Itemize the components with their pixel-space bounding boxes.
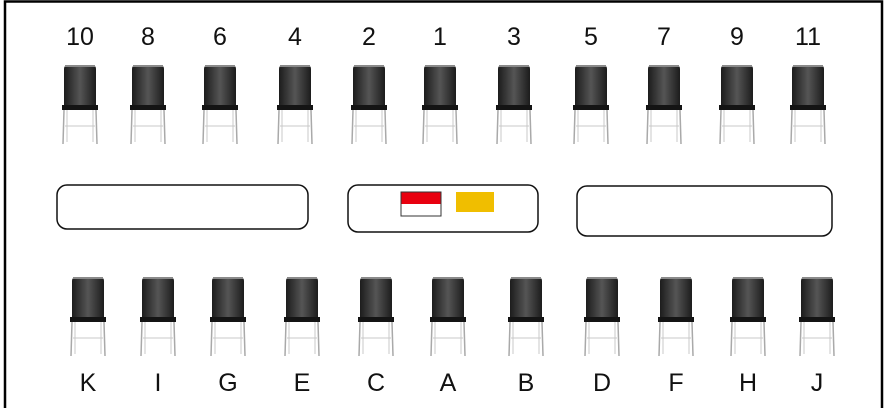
top-seat-label: 7 bbox=[657, 23, 671, 51]
top-chair-6 bbox=[201, 64, 239, 145]
bottom-chair-F bbox=[657, 276, 695, 357]
left-table bbox=[56, 184, 309, 230]
bottom-seat-label: C bbox=[367, 369, 385, 397]
top-chair-10 bbox=[61, 64, 99, 145]
top-chair-5 bbox=[572, 64, 610, 145]
top-chair-1 bbox=[421, 64, 459, 145]
top-seat-label: 4 bbox=[288, 23, 302, 51]
bottom-chair-E bbox=[283, 276, 321, 357]
top-seat-label: 6 bbox=[213, 23, 227, 51]
bottom-chair-D bbox=[583, 276, 621, 357]
bottom-seat-label: G bbox=[218, 369, 237, 397]
top-chair-11 bbox=[789, 64, 827, 145]
bottom-chair-A bbox=[429, 276, 467, 357]
top-seat-label: 8 bbox=[141, 23, 155, 51]
bottom-seat-label: D bbox=[593, 369, 611, 397]
top-chair-4 bbox=[276, 64, 314, 145]
center-table bbox=[347, 184, 539, 233]
bottom-chair-H bbox=[729, 276, 767, 357]
bottom-seat-label: J bbox=[811, 369, 824, 397]
top-seat-label: 5 bbox=[584, 23, 598, 51]
top-chair-2 bbox=[350, 64, 388, 145]
yellow-flag bbox=[456, 192, 494, 212]
bottom-seat-label: B bbox=[518, 369, 535, 397]
bottom-seat-label: E bbox=[294, 369, 311, 397]
bottom-chair-I bbox=[139, 276, 177, 357]
bottom-chair-J bbox=[798, 276, 836, 357]
top-chair-8 bbox=[129, 64, 167, 145]
room-frame bbox=[3, 0, 884, 408]
top-seat-row: 10 8 6 4 2 1 3 5 7 9 11 bbox=[61, 23, 827, 145]
bottom-seat-label: F bbox=[668, 369, 683, 397]
bottom-chair-K bbox=[69, 276, 107, 357]
top-chair-3 bbox=[495, 64, 533, 145]
top-chair-7 bbox=[645, 64, 683, 145]
red-white-flag bbox=[400, 191, 442, 217]
top-chair-9 bbox=[718, 64, 756, 145]
top-seat-label: 11 bbox=[795, 23, 821, 51]
right-table bbox=[576, 185, 833, 237]
bottom-seat-label: A bbox=[440, 369, 457, 397]
top-seat-label: 3 bbox=[507, 23, 521, 51]
bottom-seat-label: K bbox=[80, 369, 97, 397]
top-seat-label: 2 bbox=[362, 23, 376, 51]
bottom-seat-label: H bbox=[739, 369, 757, 397]
top-seat-label: 10 bbox=[66, 23, 94, 51]
top-seat-label: 9 bbox=[730, 23, 744, 51]
bottom-chair-B bbox=[507, 276, 545, 357]
top-seat-label: 1 bbox=[433, 23, 447, 51]
bottom-chair-G bbox=[209, 276, 247, 357]
bottom-seat-label: I bbox=[155, 369, 162, 397]
bottom-chair-C bbox=[357, 276, 395, 357]
